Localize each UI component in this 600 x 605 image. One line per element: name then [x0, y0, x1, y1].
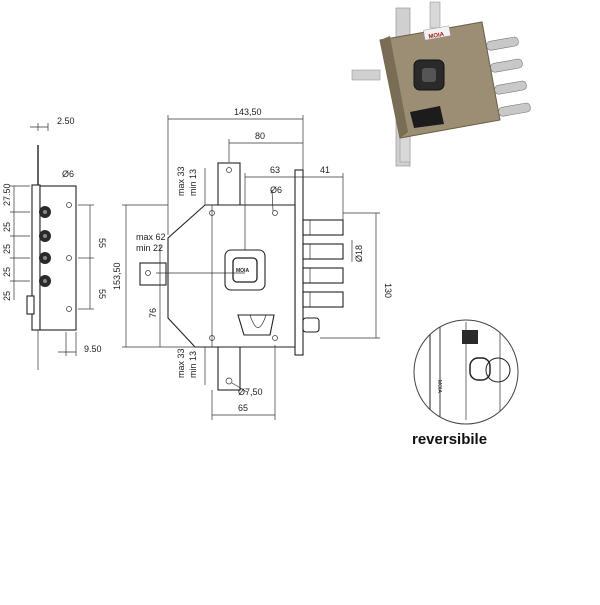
photo-lever — [410, 106, 444, 128]
front-dim-top-min: min 13 — [188, 169, 198, 196]
side-dim-bottom-offset: 9.50 — [84, 344, 102, 354]
front-dim-bot-max: max 33 — [176, 348, 186, 378]
front-cylinder — [232, 257, 258, 283]
front-top-tab — [217, 162, 241, 208]
front-dim-overall-width: 143,50 — [234, 107, 262, 117]
side-dim-top-offset: 2.50 — [57, 116, 75, 126]
side-dim-pitch-d: 25 — [2, 291, 12, 301]
front-dim-top-max: max 33 — [176, 166, 186, 196]
side-dim-pitch-c: 25 — [2, 267, 12, 277]
side-view: 2.50 Ø6 27.50 25 25 25 25 55 55 9.50 — [2, 116, 107, 370]
front-dim-handle-offset: 63 — [270, 165, 280, 175]
front-dim-height: 153,50 — [112, 262, 122, 290]
side-dim-bolt-dia: Ø6 — [62, 169, 74, 179]
side-hole-mid — [66, 255, 72, 261]
front-dim-bottom-width: 65 — [238, 403, 248, 413]
front-dim-bolt-span: 130 — [383, 283, 393, 298]
front-hole-4 — [209, 335, 215, 341]
photo-brand: MOIA — [428, 32, 445, 41]
front-hole-1 — [209, 210, 215, 216]
front-bolt-4 — [302, 291, 344, 308]
photo-bolts — [486, 36, 531, 117]
front-dim-cyl-max: max 62 — [136, 232, 166, 242]
front-dim-lower-hole-dia: Ø7,50 — [238, 387, 263, 397]
side-dim-span-lower: 55 — [97, 289, 107, 299]
front-dim-bolt-throw: 41 — [320, 165, 330, 175]
front-bolt-2 — [302, 243, 344, 260]
front-dim-backset: 80 — [255, 131, 265, 141]
front-dim-upper-hole-dia: Ø6 — [270, 185, 282, 195]
side-hole-bot — [66, 306, 72, 312]
side-hole-top — [66, 202, 72, 208]
front-view: MOIA — [112, 107, 393, 420]
side-dim-top-spacing: 27.50 — [2, 183, 12, 206]
side-foot — [26, 295, 35, 315]
front-dim-bolt-dia: Ø18 — [354, 245, 364, 262]
front-dim-lower-center: 76 — [148, 308, 158, 318]
reversible-label: reversibile — [412, 431, 487, 448]
front-dim-cyl-min: min 22 — [136, 243, 163, 253]
front-faceplate — [294, 169, 304, 356]
front-bottom-tab — [217, 344, 241, 391]
reversible-detail: MOIA reversibile — [412, 319, 519, 448]
svg-text:MOIA: MOIA — [236, 268, 249, 274]
front-hole-2 — [272, 210, 278, 216]
front-bolt-1 — [302, 219, 344, 236]
side-dim-pitch-b: 25 — [2, 244, 12, 254]
front-lever — [237, 314, 275, 336]
front-bolt-3 — [302, 267, 344, 284]
product-photo: MOIA — [351, 1, 531, 167]
side-dim-pitch-a: 25 — [2, 222, 12, 232]
front-left-tab — [139, 262, 167, 286]
front-dim-bot-min: min 13 — [188, 351, 198, 378]
front-hole-3 — [272, 335, 278, 341]
front-latch — [302, 317, 320, 333]
side-dim-span-upper: 55 — [97, 238, 107, 248]
svg-text:MOIA: MOIA — [436, 380, 442, 393]
